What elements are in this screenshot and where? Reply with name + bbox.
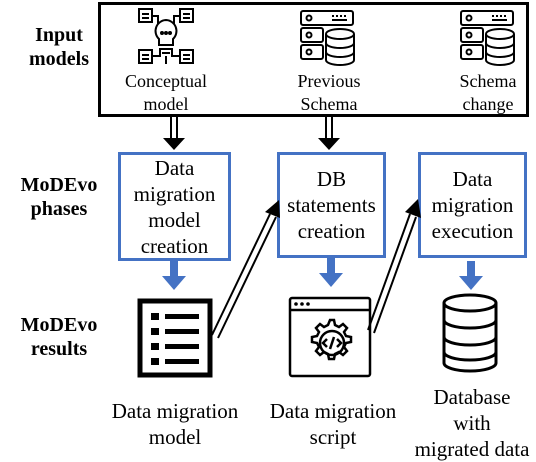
lightbulb-network-icon: [138, 8, 194, 64]
row-label-line: results: [30, 338, 88, 360]
database-server-icon: [460, 10, 515, 66]
phase-to-result-arrow-2: [319, 258, 343, 287]
row-label-line: models: [29, 48, 89, 70]
input-label-previous-schema: Previous Schema: [274, 70, 384, 116]
input-models-box: [98, 2, 529, 117]
input-to-phase-arrow-1: [163, 117, 185, 150]
phase-label-line: Data: [154, 155, 195, 180]
result-label-line: Data migration: [111, 399, 239, 423]
result-to-phase-arrow-2: [367, 199, 421, 334]
row-label-line: phases: [30, 198, 88, 220]
phase-label-line: model: [148, 207, 201, 232]
input-label-line: Schema: [300, 94, 358, 114]
phase-label-line: DB: [316, 167, 347, 191]
phase-db-statements-creation: DB statements creation: [277, 152, 386, 258]
phase-data-migration-model-creation: Data migration model creation: [118, 152, 231, 261]
phase-label-line: creation: [297, 219, 366, 243]
result-label-line: model: [148, 425, 202, 449]
result-label-line: with: [453, 411, 491, 435]
checklist-document-icon: [137, 298, 213, 378]
result-label-line: script: [309, 425, 357, 449]
phase-to-result-arrow-3: [459, 261, 483, 290]
result-label-line: Database: [433, 385, 511, 409]
phase-label-line: creation: [140, 233, 209, 258]
phase-data-migration-execution: Data migration execution: [418, 152, 527, 258]
phase-label-line: migration: [431, 193, 514, 217]
database-icon: [442, 293, 498, 373]
row-label-line: MoDEvo: [20, 174, 98, 196]
row-label-line: Input: [35, 24, 83, 46]
input-label-line: Previous: [297, 71, 361, 91]
result-label-data-migration-model: Data migration model: [90, 398, 260, 450]
result-to-phase-arrow-1: [211, 200, 280, 339]
result-label-line: Data migration: [269, 399, 397, 423]
result-label-line: migrated data: [414, 437, 530, 461]
row-label-modevo-phases: MoDEvo phases: [0, 173, 118, 221]
phase-to-result-arrow-1: [162, 261, 186, 290]
input-label-line: model: [143, 94, 189, 114]
result-label-database-with-migrated-data: Database with migrated data: [408, 384, 536, 462]
phase-label-line: Data: [452, 167, 493, 191]
phase-label-line: migration: [133, 181, 216, 206]
database-server-icon: [300, 10, 355, 66]
result-label-data-migration-script: Data migration script: [253, 398, 413, 450]
input-label-conceptual-model: Conceptual model: [111, 70, 221, 116]
row-label-input-models: Input models: [0, 23, 118, 71]
input-to-phase-arrow-2: [318, 117, 340, 150]
row-label-modevo-results: MoDEvo results: [0, 313, 118, 361]
code-gear-window-icon: [288, 296, 372, 378]
phase-label-line: statements: [287, 193, 376, 217]
input-label-line: Conceptual: [125, 71, 207, 91]
input-label-line: Schema: [459, 71, 517, 91]
input-label-line: change: [462, 94, 514, 114]
phase-label-line: execution: [431, 219, 514, 243]
input-label-schema-change: Schema change: [433, 70, 536, 116]
row-label-line: MoDEvo: [20, 314, 98, 336]
